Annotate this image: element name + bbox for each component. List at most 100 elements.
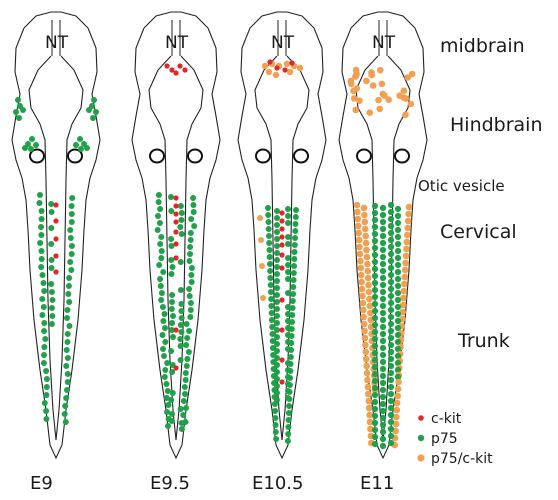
neural-tube-outline [149,56,203,440]
p75-cell [274,236,280,242]
p75-cell [380,205,386,211]
p75-cell [62,411,68,417]
stage-label-e9: E9 [30,473,53,494]
p75-cell [266,219,272,225]
p75-cell [285,388,291,394]
p75-cell [285,395,291,401]
p75-cell [65,307,71,313]
p75-ckit-cell [364,254,371,261]
p75-cell [182,384,188,390]
p75-cell [67,227,73,233]
p75-cell [372,217,378,223]
p75-cell [285,304,291,310]
p75-ckit-cell [258,237,264,243]
stage-label-e9-5: E9.5 [150,473,190,494]
p75-cell [188,272,194,278]
p75-cell [380,303,386,309]
p75-cell [168,236,174,242]
p75-ckit-cell [363,78,370,85]
p75-cell [38,232,44,238]
p75-cell [285,318,291,324]
nt-label: NT [45,33,69,53]
p75-cell [28,146,34,152]
p75-cell [157,276,163,282]
p75-cell [164,381,170,387]
p75-cell [388,356,394,362]
p75-cell [40,272,46,278]
p75-ckit-cell [406,204,413,211]
p75-cell [64,387,70,393]
p75-cell [188,307,194,313]
p75-ckit-cell [362,335,369,342]
p75-cell [372,343,378,349]
p75-cell [388,251,394,257]
p75-cell [388,384,394,390]
p75-cell [388,293,394,299]
embryo-outer-outline [132,12,220,458]
p75-cell [274,285,280,291]
p75-cell [286,417,292,423]
p75-cell [178,259,184,265]
p75-cell [372,252,378,258]
p75-cell [395,220,401,226]
ckit-cell [279,297,284,302]
p75-cell [190,195,196,201]
p75-ckit-cell [354,202,361,209]
p75-cell [285,438,291,444]
p75-cell [33,142,39,148]
ckit-cell [182,67,187,72]
p75-cell [285,424,291,430]
p75-cell [157,206,163,212]
p75-cell [169,292,175,298]
p75-cell [272,415,278,421]
p75-cell [178,322,184,328]
p75-ckit-cell [403,95,410,102]
p75-ckit-cell [363,247,370,254]
p75-ckit-cell [362,226,369,233]
p75-cell [286,403,292,409]
p75-cell [155,213,161,219]
p75-ckit-cell [364,261,371,268]
p75-cell [73,142,79,148]
p75-cell [181,398,187,404]
ckit-cell [177,63,182,68]
p75-cell [388,321,394,327]
p75-cell [290,291,296,297]
ckit-cell [173,70,178,75]
p75-cell [162,339,168,345]
p75-cell [274,271,280,277]
p75-ckit-cell [409,71,416,78]
p75-ckit-cell [360,307,367,314]
p75-ckit-cell [366,412,373,419]
p75-cell [380,261,386,267]
ckit-cell [282,67,287,72]
p75-cell [69,243,75,249]
ckit-cell [173,219,178,224]
p75-cell [65,331,71,337]
p75-cell [274,215,280,221]
otic-vesicle-right [188,150,202,163]
p75-ckit-cell [366,405,373,412]
p75-cell [395,283,401,289]
p75-cell [188,230,194,236]
p75-cell [184,363,190,369]
p75-cell [380,240,386,246]
p75-cell [170,313,176,319]
p75-cell [159,248,165,254]
p75-cell [44,376,50,382]
p75-cell [67,323,73,329]
ckit-cell [53,218,58,223]
p75-cell [93,109,99,115]
p75-cell [169,299,175,305]
p75-cell [66,299,72,305]
p75-cell [380,373,386,379]
p75-ckit-cell [395,379,402,386]
ckit-cell [164,63,169,68]
p75-ckit-cell [405,218,412,225]
p75-cell [183,342,189,348]
p75-cell [158,297,164,303]
p75-cell [187,258,193,264]
p75-cell [285,346,291,352]
p75-cell [13,109,19,115]
p75-cell [268,303,274,309]
